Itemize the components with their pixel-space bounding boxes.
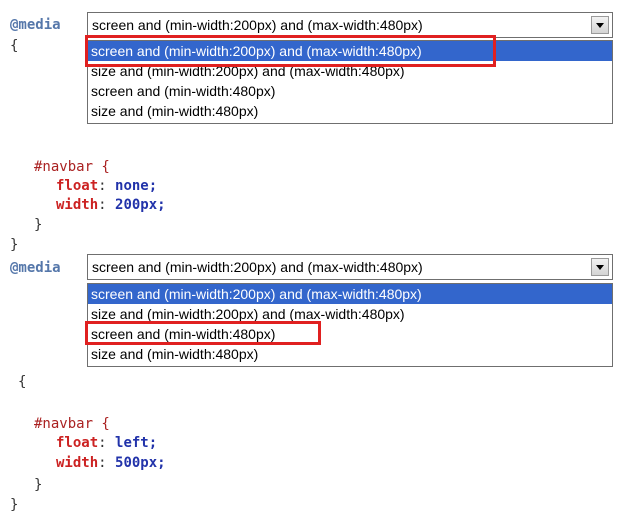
chevron-down-icon[interactable] (591, 258, 609, 276)
dropdown-option[interactable]: screen and (min-width:480px) (91, 83, 276, 99)
width-declaration: width: 500px; (56, 455, 166, 471)
close-brace-outer: } (10, 237, 19, 253)
width-declaration: width: 200px; (56, 197, 166, 213)
open-brace: { (18, 374, 27, 390)
float-declaration: float: left; (56, 435, 158, 451)
dropdown-option[interactable]: screen and (min-width:200px) and (max-wi… (88, 284, 612, 304)
dropdown-option[interactable]: screen and (min-width:200px) and (max-wi… (88, 41, 612, 61)
media-keyword: @media (10, 17, 61, 33)
dropdown-option[interactable]: size and (min-width:200px) and (max-widt… (91, 306, 405, 322)
dropdown-option[interactable]: size and (min-width:200px) and (max-widt… (91, 63, 405, 79)
close-brace-inner: } (34, 477, 43, 493)
dropdown-option[interactable]: size and (min-width:480px) (91, 346, 259, 362)
dropdown-option[interactable]: size and (min-width:480px) (91, 103, 259, 119)
navbar-selector: #navbar { (34, 416, 110, 432)
float-declaration: float: none; (56, 178, 158, 194)
select-value: screen and (min-width:200px) and (max-wi… (92, 259, 423, 275)
navbar-selector: #navbar { (34, 159, 110, 175)
close-brace-inner: } (34, 217, 43, 233)
close-brace-outer: } (10, 497, 19, 513)
dropdown-option[interactable]: screen and (min-width:480px) (91, 326, 276, 342)
chevron-down-icon[interactable] (591, 16, 609, 34)
media-query-dropdown: screen and (min-width:200px) and (max-wi… (87, 40, 613, 124)
open-brace: { (10, 38, 19, 54)
media-query-dropdown: screen and (min-width:200px) and (max-wi… (87, 283, 613, 367)
media-query-select[interactable]: screen and (min-width:200px) and (max-wi… (87, 254, 613, 280)
media-query-select[interactable]: screen and (min-width:200px) and (max-wi… (87, 12, 613, 38)
media-keyword: @media (10, 260, 61, 276)
select-value: screen and (min-width:200px) and (max-wi… (92, 17, 423, 33)
